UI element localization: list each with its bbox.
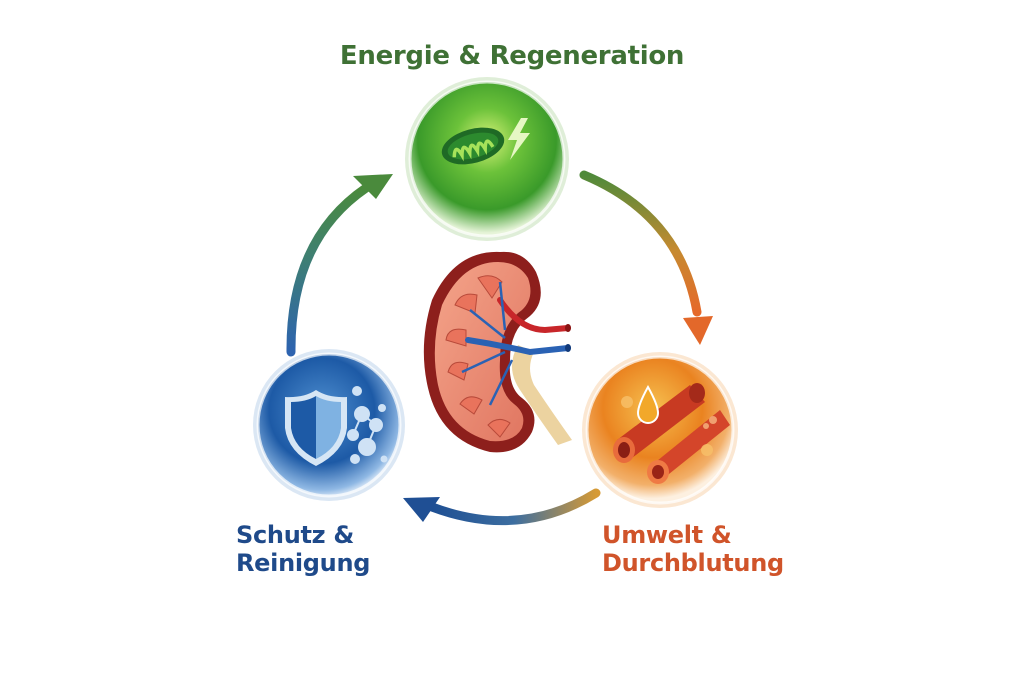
label-line: Schutz & — [236, 521, 355, 549]
node-energy — [405, 77, 569, 241]
mitochondria-icon — [441, 127, 505, 165]
label-line: Umwelt & — [602, 521, 732, 549]
label-line: Durchblutung — [602, 548, 784, 577]
label-line: Energie & Regeneration — [339, 41, 685, 71]
arrow-environment-to-protection — [403, 488, 601, 526]
blood-vessel-icon — [613, 383, 730, 484]
label-line: Reinigung — [236, 548, 371, 577]
node-protection — [253, 349, 405, 501]
shield-icon — [285, 390, 347, 466]
label-energy-regeneration: Energie & Regeneration — [0, 41, 1024, 72]
arrow-protection-to-energy — [286, 174, 393, 357]
label-environment-circulation: Umwelt & Durchblutung — [602, 521, 784, 577]
lightning-icon — [508, 118, 530, 160]
label-protection-cleansing: Schutz & Reinigung — [236, 521, 371, 577]
molecule-icon — [347, 386, 388, 464]
kidney-icon — [423, 251, 572, 453]
arrow-energy-to-environment — [579, 170, 713, 345]
oil-droplet-icon — [636, 384, 660, 424]
ureter — [511, 345, 572, 445]
node-environment — [582, 352, 738, 508]
